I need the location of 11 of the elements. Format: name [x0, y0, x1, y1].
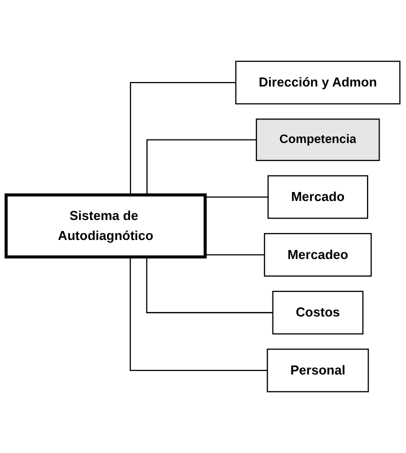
connector [130, 256, 268, 371]
node-box: Sistema de Autodiagnótico [4, 193, 207, 258]
node-box: Mercado [268, 175, 368, 219]
connector [130, 82, 236, 195]
connector [146, 139, 256, 195]
node-box: Competencia [256, 118, 380, 162]
node-box: Mercadeo [264, 233, 372, 277]
connector [146, 256, 273, 314]
node-box: Costos [272, 290, 364, 334]
node-box: Dirección y Admon [235, 60, 400, 104]
node-box: Personal [266, 348, 369, 392]
